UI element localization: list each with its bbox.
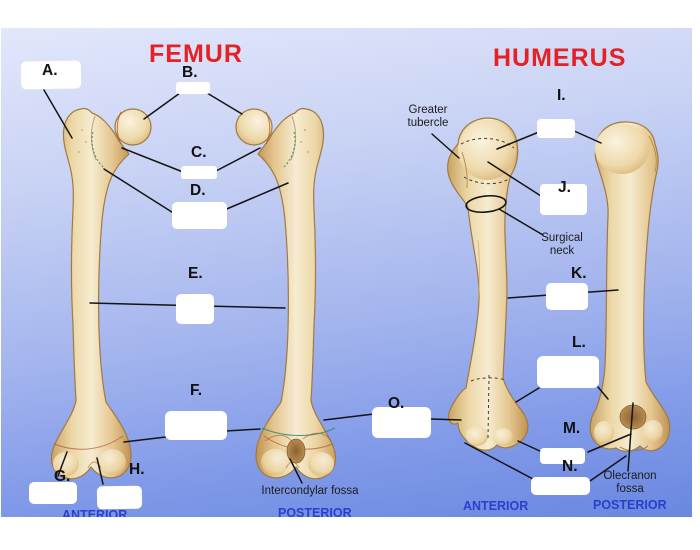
label-letter-i: I. (557, 87, 566, 104)
answer-box-h[interactable] (96, 485, 143, 510)
femur-posterior-view-label: POSTERIOR (278, 507, 352, 517)
label-letter-d: D. (190, 182, 206, 199)
label-letter-m: M. (563, 420, 581, 437)
answer-box-b[interactable] (176, 82, 210, 94)
femur-posterior-bone (235, 107, 337, 480)
answer-box-k[interactable] (546, 283, 588, 310)
label-letter-f: F. (190, 382, 203, 399)
answer-box-f[interactable] (165, 411, 227, 440)
intercondylar-fossa-annotation: Intercondylar fossa (261, 485, 359, 497)
label-letter-n: N. (562, 458, 578, 475)
humerus-anterior-view-label: ANTERIOR (463, 499, 529, 513)
humerus-posterior-bone (589, 121, 671, 452)
answer-box-n[interactable] (531, 477, 590, 495)
label-letter-j: J. (558, 179, 571, 196)
answer-box-m[interactable] (540, 448, 585, 464)
label-letter-a: A. (42, 62, 58, 79)
femur-title: FEMUR (149, 40, 243, 68)
label-letter-o: O. (388, 395, 405, 412)
surgical-neck-circle (465, 194, 507, 214)
answer-box-d[interactable] (172, 202, 227, 229)
label-letter-c: C. (191, 144, 207, 161)
answer-box-e[interactable] (176, 294, 214, 324)
label-letter-b: B. (182, 64, 198, 81)
answer-box-o[interactable] (372, 407, 431, 438)
label-letter-l: L. (572, 334, 586, 351)
answer-box-j[interactable] (540, 184, 587, 215)
label-letter-k: K. (571, 265, 587, 282)
leader-lines (43, 89, 634, 485)
humerus-title: HUMERUS (493, 44, 627, 72)
label-letter-e: E. (188, 265, 203, 282)
femur-anterior-view-label: ANTERIOR (62, 509, 128, 517)
humerus-posterior-view-label: POSTERIOR (593, 498, 667, 512)
greater-tubercle-annotation: Greater tubercle (407, 104, 449, 129)
answer-box-l[interactable] (537, 356, 599, 388)
answer-box-i[interactable] (537, 119, 575, 138)
answer-box-g[interactable] (29, 482, 77, 504)
label-letter-g: G. (54, 468, 71, 485)
label-letter-h: H. (129, 461, 145, 478)
olecranon-fossa-annotation: Olecranon fossa (603, 470, 657, 495)
surgical-neck-annotation: Surgical neck (541, 232, 583, 257)
answer-box-c[interactable] (181, 166, 217, 179)
humerus-anterior-bone (447, 117, 529, 451)
